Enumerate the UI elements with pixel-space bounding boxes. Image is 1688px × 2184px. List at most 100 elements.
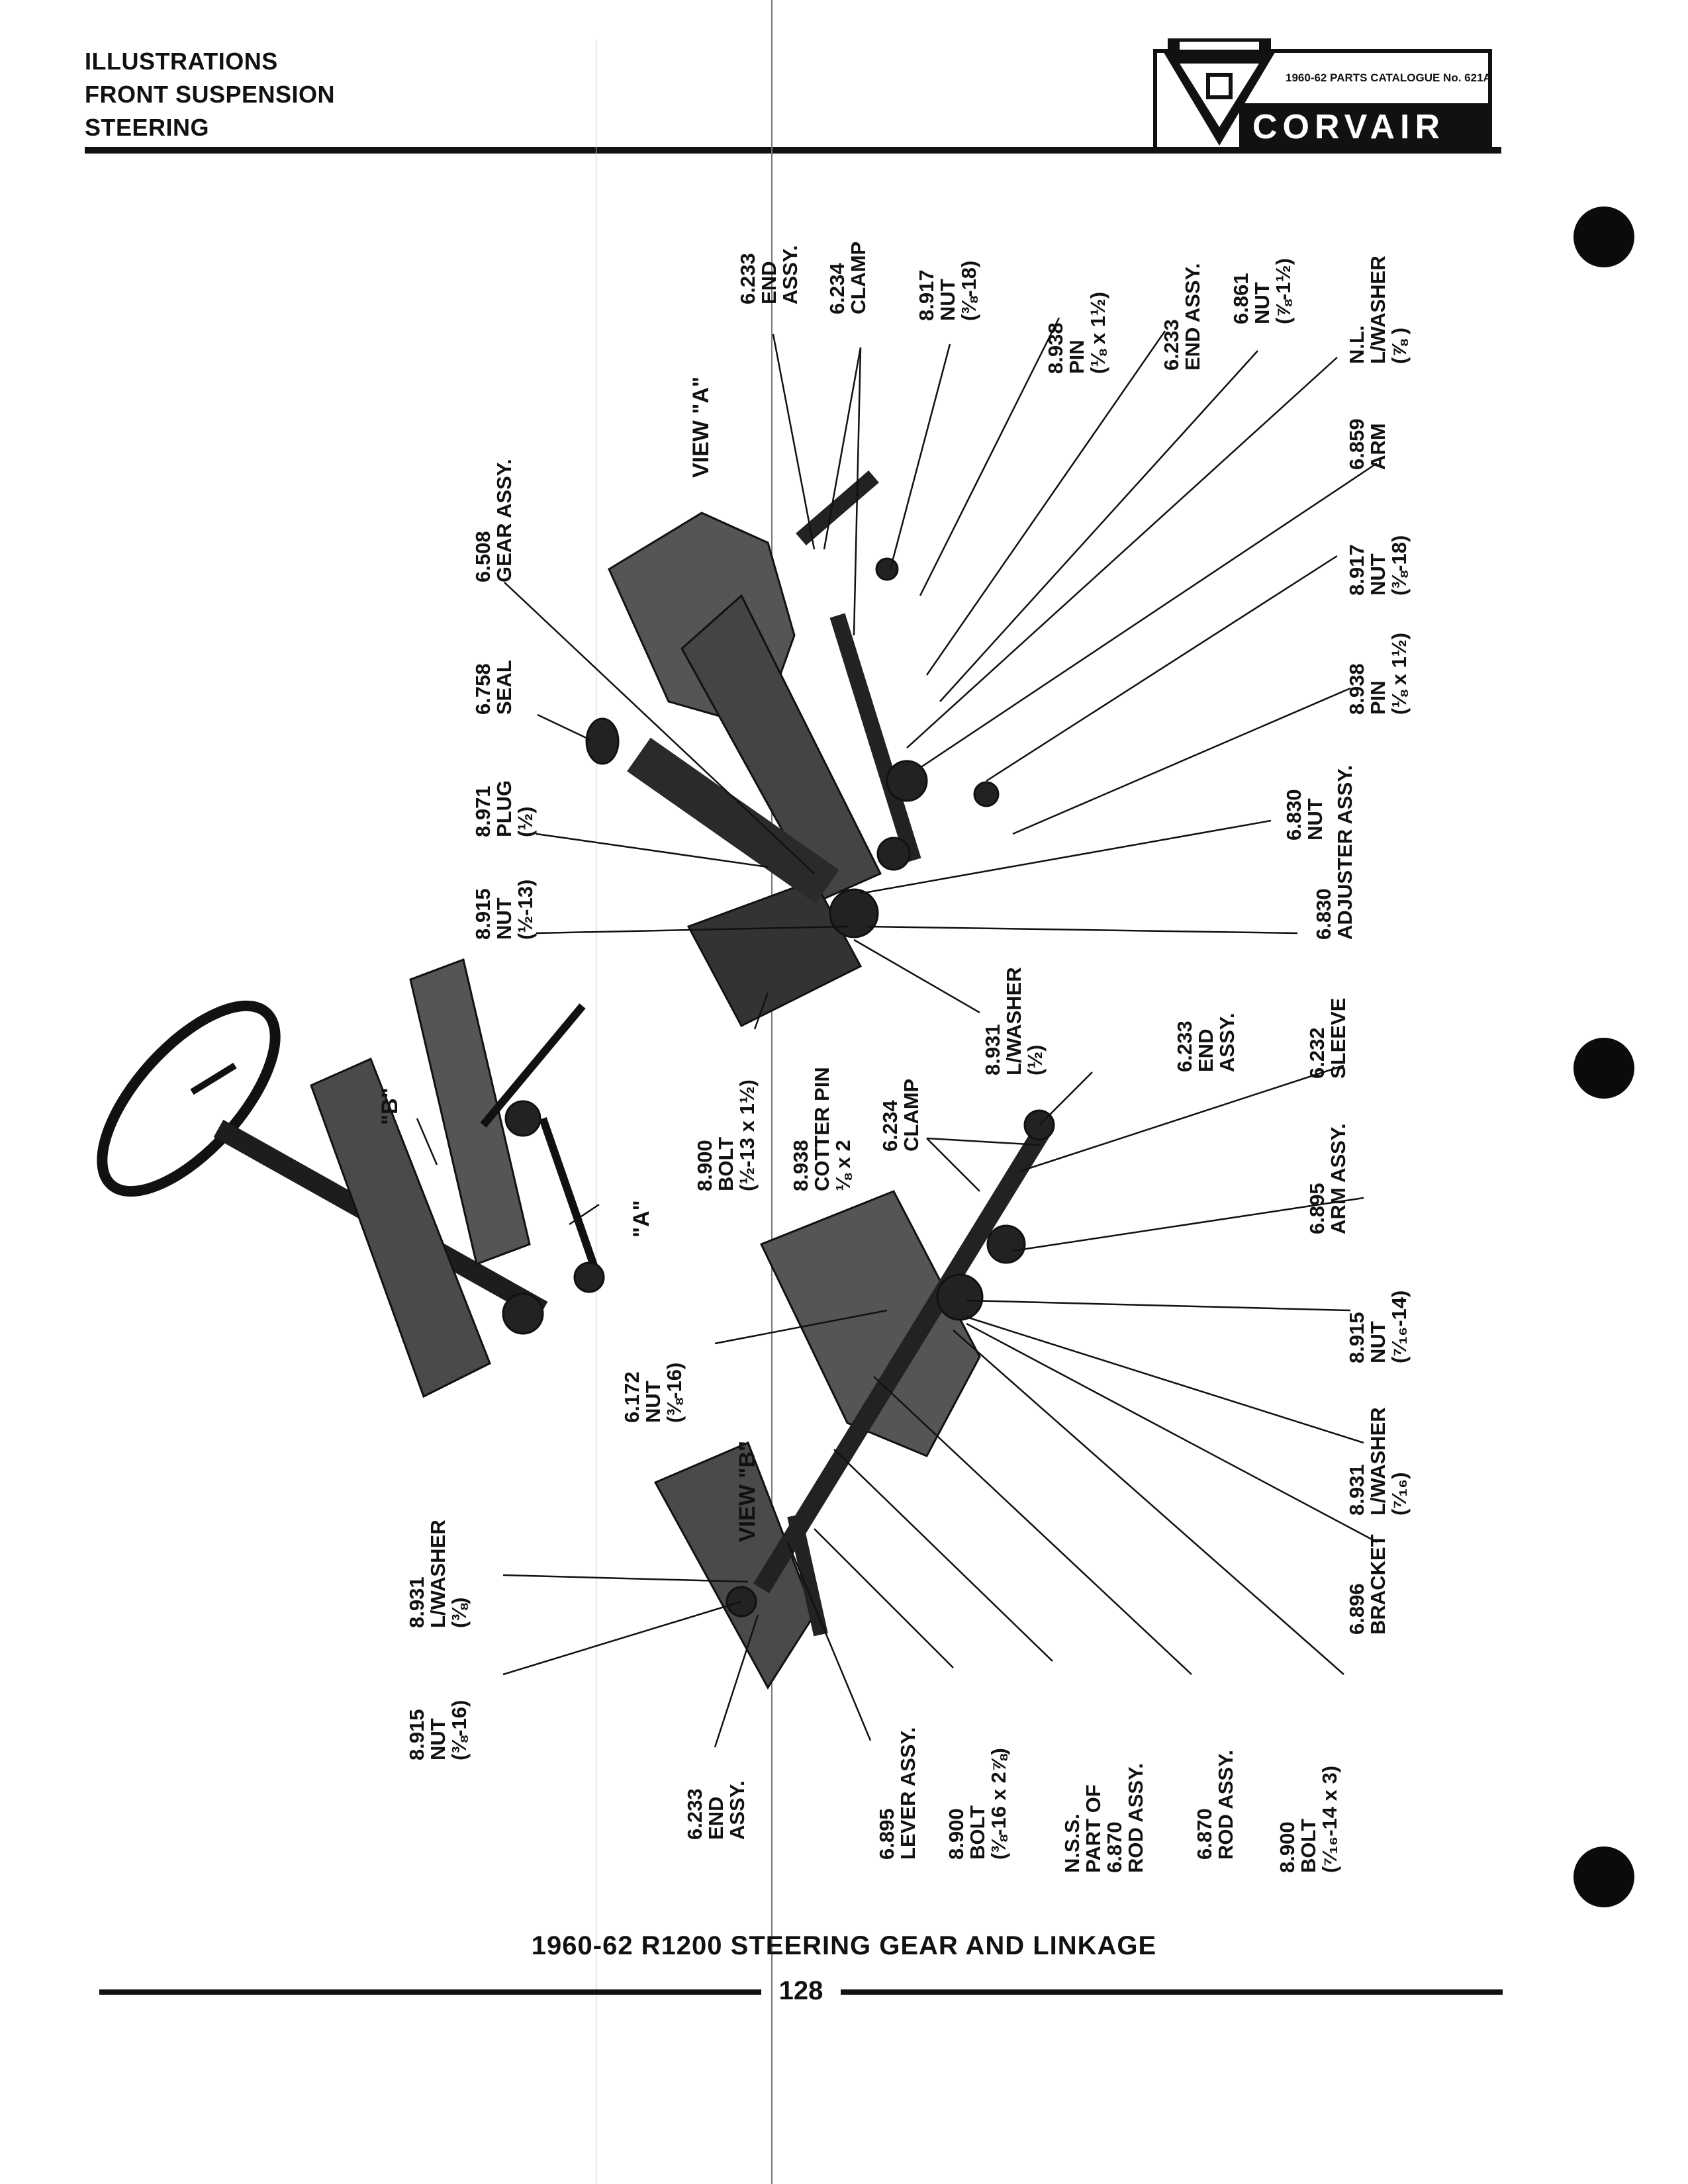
callout-nut-5: 8.915 NUT (⁷⁄₁₆-14)	[1345, 1291, 1411, 1363]
callout-clamp-2-number: 6.234	[878, 1100, 902, 1152]
callout-nut-4-number: 8.915	[471, 888, 494, 940]
callout-arm-number: 6.859	[1345, 418, 1368, 470]
callout-washer-nl-name: L/WASHER	[1366, 255, 1389, 364]
figure-caption: 1960-62 R1200 STEERING GEAR AND LINKAGE	[531, 1931, 1157, 1960]
crossed-flags-emblem-icon	[1162, 38, 1276, 146]
callout-washer-1-name: L/WASHER	[1002, 967, 1025, 1075]
callout-plug-name: PLUG	[492, 780, 516, 837]
callout-nut-5-size: (⁷⁄₁₆-14)	[1387, 1291, 1411, 1363]
callout-cotter-pin-number: 8.938	[789, 1140, 812, 1191]
callout-washer-2-size: (⁷⁄₁₆)	[1387, 1472, 1411, 1516]
callout-nut-2-name: NUT	[1250, 282, 1274, 324]
callout-pin-2-number: 8.938	[1345, 663, 1368, 715]
callout-sleeve-name: SLEEVE	[1327, 998, 1350, 1079]
callout-arm: 6.859 ARM	[1345, 418, 1389, 470]
logo-wordmark: CORVAIR	[1252, 108, 1445, 146]
callout-pin-2: 8.938 PIN (⅛ x 1½)	[1345, 633, 1411, 715]
callout-sleeve-number: 6.232	[1305, 1027, 1329, 1079]
callout-bracket: 6.896 BRACKET	[1345, 1534, 1389, 1635]
callout-end-assy-1: 6.233 END ASSY.	[736, 245, 802, 304]
callout-pin-1-name: PIN	[1065, 340, 1088, 374]
view-a-gear-assembly	[585, 470, 1000, 1027]
callout-end-assy-1-number: 6.233	[736, 253, 759, 304]
callout-cotter-pin-size: ⅛ x 2	[831, 1140, 855, 1191]
callout-nut-5-name: NUT	[1366, 1321, 1389, 1363]
callout-nut-7-name: NUT	[426, 1718, 449, 1760]
callout-bolt-1-number: 8.900	[693, 1140, 716, 1191]
callout-end-assy-3-name-2: ASSY.	[1215, 1013, 1239, 1072]
callout-bolt-3: 8.900 BOLT (⁷⁄₁₆-14 x 3)	[1276, 1766, 1341, 1873]
callout-clamp-1-number: 6.234	[825, 263, 849, 314]
callout-bolt-1: 8.900 BOLT (½-13 x 1½)	[693, 1079, 759, 1191]
callout-nut-7: 8.915 NUT (⅜-16)	[405, 1700, 471, 1760]
callout-bolt-1-size: (½-13 x 1½)	[735, 1079, 759, 1191]
callout-arm-assy: 6.895 ARM ASSY.	[1305, 1123, 1350, 1234]
callout-end-assy-1-name: END	[757, 261, 780, 304]
callout-sleeve: 6.232 SLEEVE	[1305, 998, 1350, 1079]
callout-washer-3-size: (⅜)	[447, 1598, 471, 1629]
view-a-label: VIEW "A"	[688, 377, 714, 478]
callout-bolt-2-name: BOLT	[966, 1805, 989, 1860]
logo-catalogue-number: 1960-62 PARTS CATALOGUE No. 621A	[1286, 71, 1491, 84]
callout-washer-3-name: L/WASHER	[426, 1520, 449, 1628]
callout-seal-number: 6.758	[471, 663, 494, 715]
callout-gear-assy-name: GEAR ASSY.	[492, 459, 516, 582]
callout-gear-assy-number: 6.508	[471, 531, 494, 582]
callout-bolt-2-size: (⅜-16 x 2⅞)	[987, 1748, 1010, 1860]
callout-nss-rod-name: ROD ASSY.	[1124, 1763, 1147, 1873]
callout-nut-3-size: (⅜-18)	[1387, 535, 1411, 596]
callout-nut-7-number: 8.915	[405, 1709, 428, 1760]
callout-bolt-3-name: BOLT	[1297, 1819, 1320, 1873]
page-number: 128	[778, 1976, 823, 2005]
callout-end-assy-3-name: END	[1194, 1029, 1217, 1072]
callout-nut-6-number: 6.172	[620, 1371, 643, 1423]
callout-end-assy-2-name: END ASSY.	[1181, 263, 1204, 371]
callout-end-assy-2-number: 6.233	[1160, 319, 1183, 371]
callout-nut-7-size: (⅜-16)	[447, 1700, 471, 1760]
callout-adjuster-nut-number: 6.830	[1282, 789, 1305, 841]
callout-nut-3-number: 8.917	[1345, 544, 1368, 596]
leader-lines	[416, 317, 1378, 1748]
callout-pin-1-size: (⅛ x 1½)	[1086, 292, 1109, 374]
callout-bolt-3-number: 8.900	[1276, 1821, 1299, 1873]
header-line-illustrations: ILLUSTRATIONS	[85, 48, 278, 75]
callout-end-assy-3-number: 6.233	[1173, 1021, 1196, 1072]
callout-nut-1-number: 8.917	[915, 269, 938, 321]
callout-nut-2-number: 6.861	[1229, 273, 1252, 324]
callout-washer-1-number: 8.931	[981, 1024, 1004, 1075]
callout-nut-1: 8.917 NUT (⅜-18)	[915, 261, 980, 321]
callout-seal-name: SEAL	[492, 660, 516, 715]
callout-end-assy-4-name-2: ASSY.	[726, 1780, 749, 1840]
callout-nut-6: 6.172 NUT (⅜-16)	[620, 1363, 686, 1423]
callout-nut-6-name: NUT	[641, 1381, 665, 1423]
callout-bolt-1-name: BOLT	[714, 1137, 737, 1191]
callout-pin-1: 8.938 PIN (⅛ x 1½)	[1044, 292, 1109, 374]
callout-lever-assy: 6.895 LEVER ASSY.	[875, 1727, 919, 1860]
callout-end-assy-4-name: END	[704, 1797, 727, 1840]
callout-adjuster-assy: 6.830 ADJUSTER ASSY.	[1312, 765, 1356, 940]
callout-end-assy-4: 6.233 END ASSY.	[683, 1780, 749, 1840]
callout-cotter-pin: 8.938 COTTER PIN ⅛ x 2	[789, 1067, 855, 1191]
footer-rule-left	[99, 1989, 761, 1995]
callout-plug-size: (½)	[514, 807, 537, 838]
callout-end-assy-2: 6.233 END ASSY.	[1160, 263, 1204, 371]
callout-adjuster-assy-name: ADJUSTER ASSY.	[1333, 765, 1356, 940]
callout-rod-assy-number: 6.870	[1193, 1808, 1216, 1860]
callout-nut-4-name: NUT	[492, 897, 516, 940]
callout-nut-5-number: 8.915	[1345, 1312, 1368, 1363]
callout-washer-nl-size: (⅞ )	[1387, 328, 1411, 364]
callout-clamp-1: 6.234 CLAMP	[825, 242, 870, 314]
callout-arm-name: ARM	[1366, 423, 1389, 470]
callout-rod-assy-name: ROD ASSY.	[1214, 1750, 1237, 1860]
header-line-front-suspension: FRONT SUSPENSION	[85, 81, 336, 108]
callout-seal: 6.758 SEAL	[471, 660, 516, 715]
callout-nut-3-name: NUT	[1366, 553, 1389, 596]
callout-clamp-1-name: CLAMP	[847, 242, 870, 314]
footer-rule-right	[841, 1989, 1503, 1995]
callout-adjuster-nut: 6.830 NUT	[1282, 789, 1327, 841]
callout-nut-4-size: (½-13)	[514, 880, 537, 940]
callout-pin-2-size: (⅛ x 1½)	[1387, 633, 1411, 715]
callout-washer-nl-number: N.L.	[1345, 325, 1368, 364]
callout-nss-rod-prefix: N.S.S.	[1060, 1813, 1084, 1873]
